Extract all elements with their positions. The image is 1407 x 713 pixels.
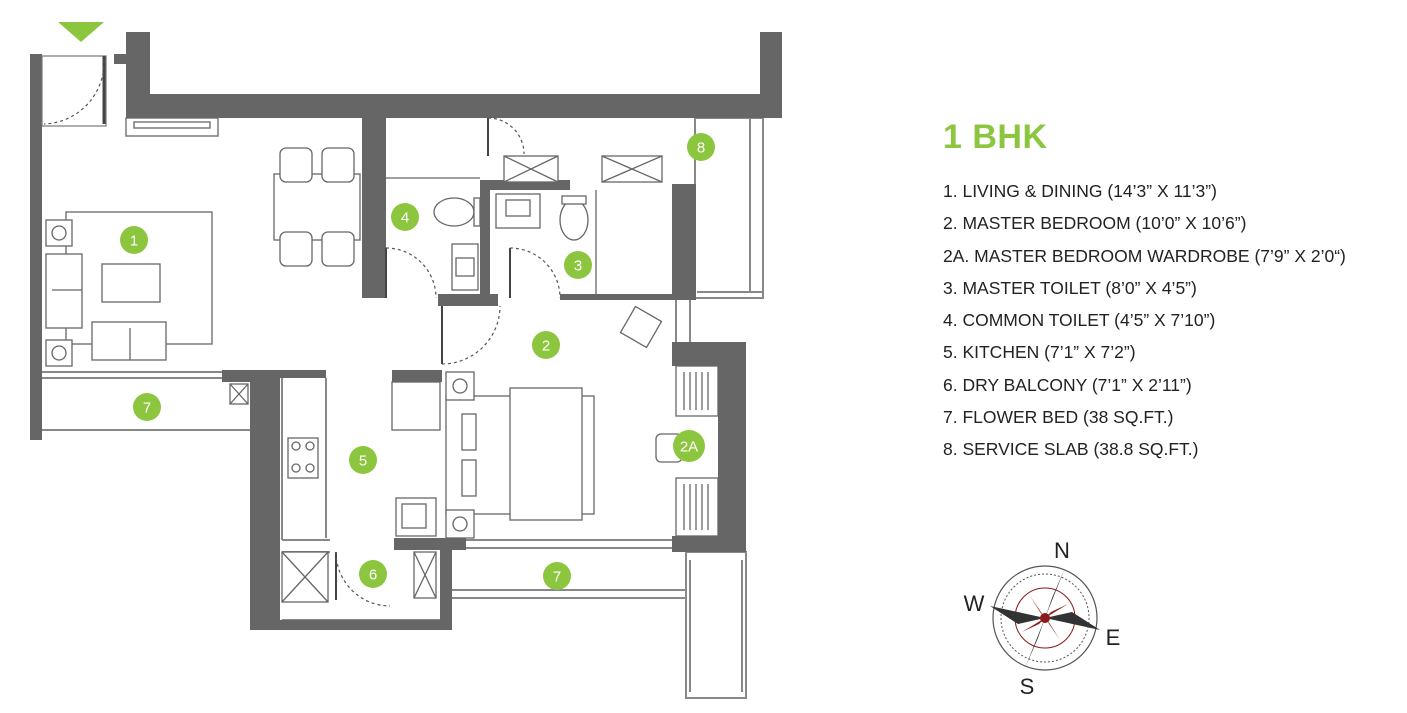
svg-text:3: 3 [574,258,582,275]
legend-item: 1. LIVING & DINING (14’3” X 11’3”) [943,181,1217,201]
legend-item: 8. SERVICE SLAB (38.8 SQ.FT.) [943,439,1199,460]
svg-text:1: 1 [130,233,138,250]
badge-wardrobe: 2A [673,430,705,462]
legend-item: 6. DRY BALCONY (7’1” X 2’11”) [943,374,1192,395]
badge-service-slab: 8 [687,133,715,161]
svg-text:2: 2 [542,338,550,355]
compass-east: E [1106,625,1121,650]
badge-common-toilet: 4 [391,203,419,231]
badge-master-toilet: 3 [564,251,592,279]
room-badges: 1 2 2A 3 4 5 6 7 [120,133,715,590]
badge-flower-bed-left: 7 [133,393,161,421]
walls [30,32,782,630]
legend-item: 4. COMMON TOILET (4’5” X 7’10”) [943,310,1216,331]
room-legend: 1 BHK 1. LIVING & DINING (14’3” X 11’3”)… [943,118,1403,466]
svg-text:8: 8 [697,140,705,157]
badge-bedroom: 2 [532,331,560,359]
svg-text:7: 7 [553,569,561,586]
legend-item: 5. KITCHEN (7’1” X 7’2”) [943,342,1136,363]
svg-text:6: 6 [369,567,377,584]
svg-text:7: 7 [143,400,151,417]
badge-living: 1 [120,226,148,254]
entrance-arrow-icon [58,22,104,42]
doors [41,55,561,607]
compass-west: W [964,591,985,616]
legend-item: 2. MASTER BEDROOM (10’0” X 10’6”) [943,213,1247,234]
compass-rose-icon: N S E W [964,538,1121,699]
furniture [45,117,719,603]
legend-item: 3. MASTER TOILET (8’0” X 4’5”) [943,277,1197,298]
badge-flower-bed-bottom: 7 [543,562,571,590]
compass-north: N [1054,538,1070,563]
compass-south: S [1020,674,1035,699]
plan-title: 1 BHK [943,118,1048,156]
svg-text:4: 4 [401,210,409,227]
svg-text:2A: 2A [680,439,698,456]
legend-item: 2A. MASTER BEDROOM WARDROBE (7’9” X 2’0“… [943,245,1346,266]
svg-text:5: 5 [359,453,367,470]
badge-dry-balcony: 6 [359,560,387,588]
badge-kitchen: 5 [349,446,377,474]
legend-item: 7. FLOWER BED (38 SQ.FT.) [943,407,1174,428]
